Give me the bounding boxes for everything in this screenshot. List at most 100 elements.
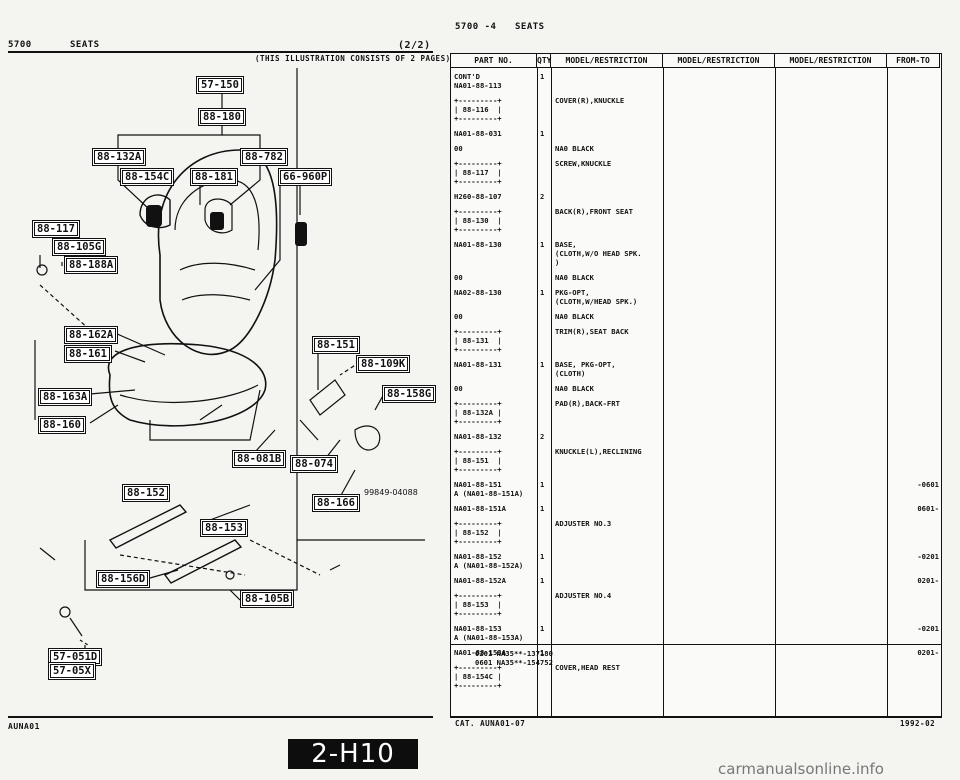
right-section-code: 5700 -4 (455, 22, 497, 32)
label-88-163a: 88-163A (38, 388, 93, 406)
description-cell: NA0 BLACK (555, 273, 594, 282)
left-section-title: SEATS (70, 40, 100, 50)
description-cell: COVER,HEAD REST (555, 663, 620, 672)
label-57-150: 57-150 (196, 76, 244, 94)
label-88-153: 88-153 (200, 519, 248, 537)
watermark: carmanualsonline.info (718, 760, 884, 778)
part-number-cell: +---------+ | 88-153 | +---------+ (454, 591, 502, 618)
label-88-166: 88-166 (312, 494, 360, 512)
label-88-161: 88-161 (64, 345, 112, 363)
right-footer-rule (450, 716, 942, 718)
description-cell: PAD(R),BACK-FRT (555, 399, 620, 408)
quantity-cell: 2 (540, 432, 545, 441)
description-cell: COVER(R),KNUCKLE (555, 96, 625, 105)
description-cell: NA0 BLACK (555, 384, 594, 393)
part-number-cell: +---------+ | 88-151 | +---------+ (454, 447, 502, 474)
label-88-180: 88-180 (198, 108, 246, 126)
page-tag: 2-H10 (288, 739, 418, 769)
label-88-152: 88-152 (122, 484, 170, 502)
catalog-date: 1992-02 (900, 719, 936, 728)
label-88-117: 88-117 (32, 220, 80, 238)
part-number-cell: +---------+ | 88-117 | +---------+ (454, 159, 502, 186)
description-cell: PKG-OPT, (CLOTH,W/HEAD SPK.) (555, 288, 638, 306)
label-88-181: 88-181 (190, 168, 238, 186)
part-number-cell: +---------+ | 88-132A | +---------+ (454, 399, 502, 426)
label-88-188a: 88-188A (64, 256, 119, 274)
right-section-title: SEATS (515, 22, 545, 32)
quantity-cell: 1 (540, 72, 545, 81)
part-number-cell: NA01-88-132 (454, 432, 502, 441)
part-number-cell: NA01-88-130 (454, 240, 502, 249)
illustration-note: (THIS ILLUSTRATION CONSISTS OF 2 PAGES) (255, 54, 451, 63)
catalog-code: CAT. AUNA01-07 (455, 719, 526, 728)
label-88-105g: 88-105G (52, 238, 107, 256)
left-footer-code: AUNA01 (8, 722, 40, 731)
part-number-cell: 00 (454, 144, 463, 153)
quantity-cell: 1 (540, 240, 545, 249)
label-88-074: 88-074 (290, 455, 338, 473)
description-cell: SCREW,KNUCKLE (555, 159, 612, 168)
part-number-cell: NA01-88-153A (454, 648, 506, 657)
label-88-162a: 88-162A (64, 326, 119, 344)
part-number-cell: NA01-88-152 A (NA01-88-152A) (454, 552, 524, 570)
diagram-ref-code: 99849-04088 (364, 488, 418, 497)
description-cell: BASE, PKG-OPT, (CLOTH) (555, 360, 616, 378)
quantity-cell: 1 (540, 624, 545, 633)
from-to-cell: 0601- (917, 504, 939, 513)
quantity-cell: 1 (540, 129, 545, 138)
table-footnote: 0201 NA35**-137180 0601 NA35**-154752 (475, 649, 553, 667)
part-number-cell: NA01-88-131 (454, 360, 502, 369)
left-section-code: 5700 (8, 40, 32, 50)
quantity-cell: 2 (540, 192, 545, 201)
description-cell: KNUCKLE(L),RECLINING (555, 447, 642, 456)
quantity-cell: 1 (540, 360, 545, 369)
part-number-cell: CONT'D NA01-88-113 (454, 72, 502, 90)
part-number-cell: +---------+ | 88-131 | +---------+ (454, 327, 502, 354)
from-to-cell: 0201- (917, 576, 939, 585)
part-number-cell: +---------+ | 88-152 | +---------+ (454, 519, 502, 546)
description-cell: NA0 BLACK (555, 312, 594, 321)
part-number-cell: NA01-88-153 A (NA01-88-153A) (454, 624, 524, 642)
part-number-cell: NA01-88-151A (454, 504, 506, 513)
from-to-cell: -0601 (917, 480, 939, 489)
quantity-cell: 1 (540, 576, 545, 585)
label-88-081b: 88-081B (232, 450, 287, 468)
part-number-cell: +---------+ | 88-130 | +---------+ (454, 207, 502, 234)
part-number-cell: NA01-88-151 A (NA01-88-151A) (454, 480, 524, 498)
label-88-109k: 88-109K (356, 355, 411, 373)
column-header: PART NO. (451, 54, 537, 68)
from-to-cell: -0201 (917, 552, 939, 561)
part-number-cell: NA01-88-031 (454, 129, 502, 138)
column-header: FROM-TO (887, 54, 940, 68)
label-57-05x: 57-05X (48, 662, 96, 680)
description-cell: NA0 BLACK (555, 144, 594, 153)
seat-exploded-diagram: 57-150 88-180 88-132A 88-782 88-154C 88-… (0, 0, 440, 720)
label-66-960p: 66-960P (278, 168, 333, 186)
part-number-cell: 00 (454, 384, 463, 393)
part-number-cell: +---------+ | 88-154C | +---------+ (454, 663, 502, 690)
header-rule (8, 51, 433, 53)
label-88-105b: 88-105B (240, 590, 295, 608)
label-88-132a: 88-132A (92, 148, 147, 166)
quantity-cell: 1 (540, 552, 545, 561)
description-cell: BASE, (CLOTH,W/O HEAD SPK. ) (555, 240, 642, 267)
description-cell: ADJUSTER NO.3 (555, 519, 612, 528)
quantity-cell: 1 (540, 648, 545, 657)
part-number-cell: H260-88-107 (454, 192, 502, 201)
left-footer-rule (8, 716, 433, 718)
part-number-cell: NA01-88-152A (454, 576, 506, 585)
label-88-160: 88-160 (38, 416, 86, 434)
quantity-cell: 1 (540, 504, 545, 513)
part-number-cell: 00 (454, 273, 463, 282)
part-number-cell: 00 (454, 312, 463, 321)
quantity-cell: 1 (540, 288, 545, 297)
label-88-158g: 88-158G (382, 385, 437, 403)
column-header: MODEL/RESTRICTION (663, 54, 775, 68)
quantity-cell: 1 (540, 480, 545, 489)
description-cell: ADJUSTER NO.4 (555, 591, 612, 600)
label-88-156d: 88-156D (96, 570, 151, 588)
part-number-cell: +---------+ | 88-116 | +---------+ (454, 96, 502, 123)
column-header: MODEL/RESTRICTION (775, 54, 887, 68)
from-to-cell: -0201 (917, 624, 939, 633)
